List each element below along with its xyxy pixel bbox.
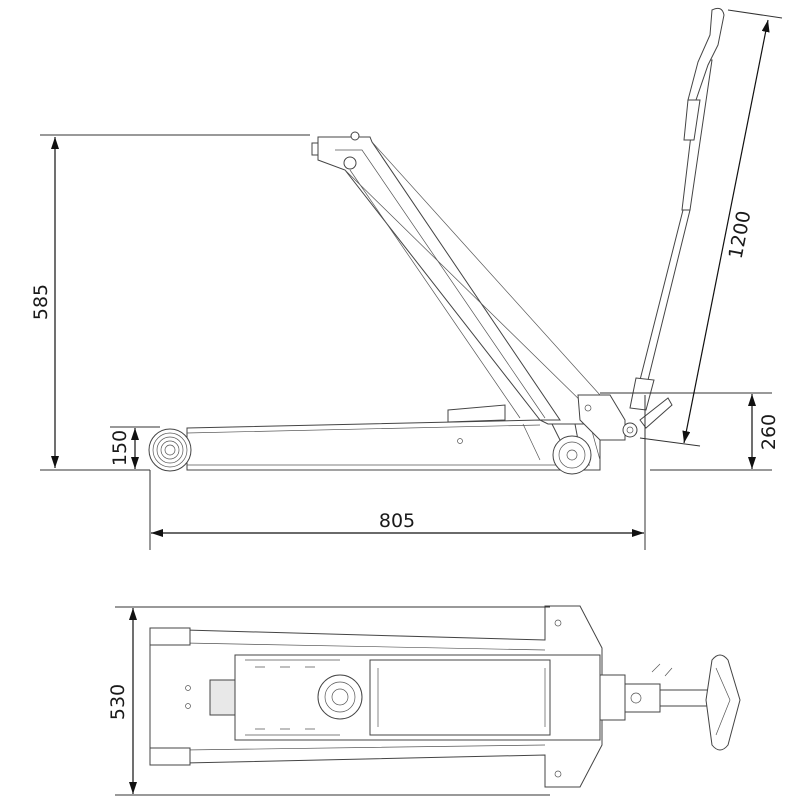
rear-wheel	[148, 428, 192, 472]
side-view	[148, 7, 725, 475]
dimension-handle-pivot-height: 260	[758, 414, 780, 450]
lifting-arm	[311, 131, 601, 421]
top-view	[149, 605, 741, 788]
top-view-dimensions: 530	[107, 606, 550, 796]
front-caster-wheel	[551, 423, 592, 475]
dimension-total-height: 585	[30, 284, 52, 320]
dimension-width: 530	[107, 684, 129, 720]
jack-body-top	[149, 605, 603, 788]
handle-top	[599, 654, 741, 751]
handle	[622, 7, 725, 438]
dimension-frame-height: 150	[109, 430, 131, 466]
dimension-total-length: 805	[379, 510, 415, 532]
pump-unit	[577, 394, 626, 441]
saddle-top	[317, 674, 363, 720]
